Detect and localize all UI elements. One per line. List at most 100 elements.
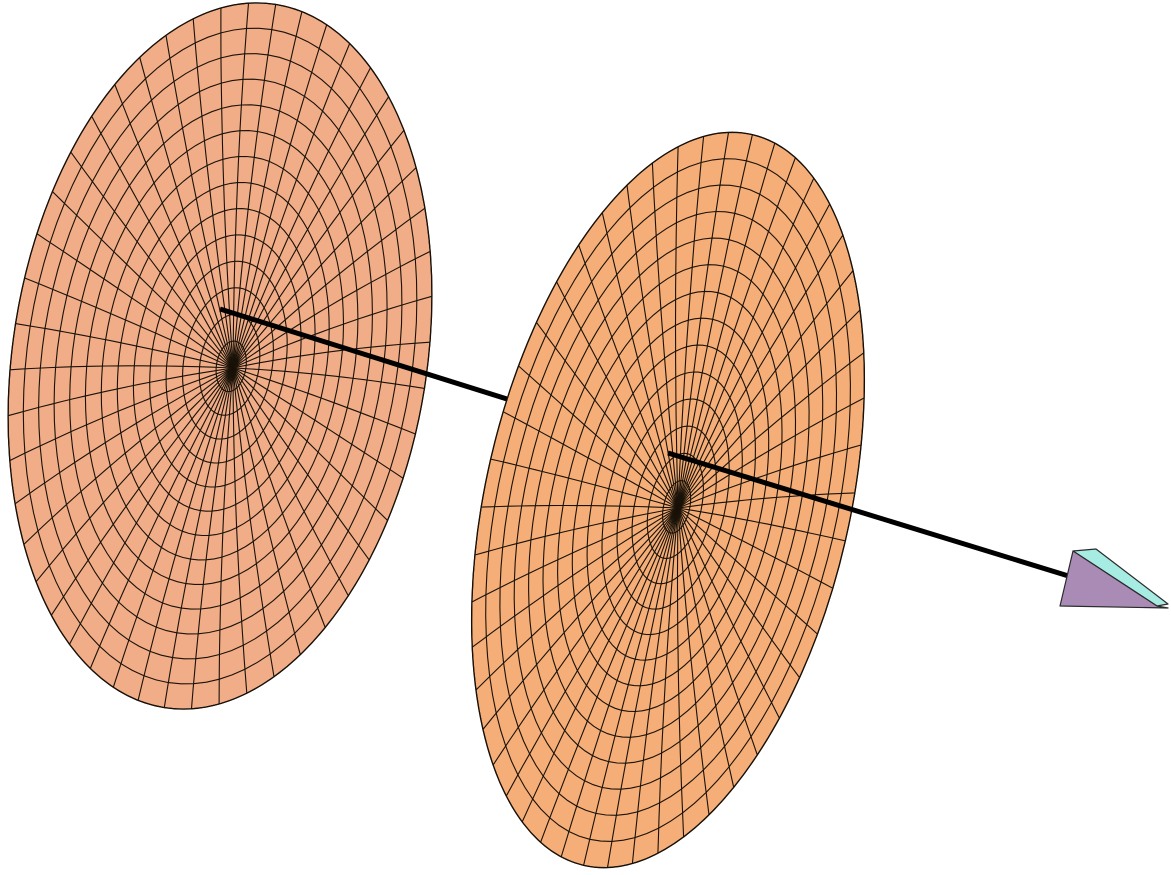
axis-arrowhead: [1059, 548, 1169, 609]
disc-spoke: [677, 507, 758, 756]
disc-spoke: [677, 177, 815, 509]
disc-spoke: [606, 507, 679, 868]
disc-spoke: [657, 507, 679, 854]
front-disc-mesh: [471, 131, 865, 869]
disc-spoke: [677, 507, 735, 788]
disc-spoke: [505, 507, 679, 797]
disc-spoke: [677, 136, 705, 509]
disc-spoke: [677, 397, 865, 509]
disc-spoke: [677, 507, 710, 815]
disc-spoke: [502, 411, 679, 509]
disc-spoke: [232, 167, 417, 369]
disc-spoke: [475, 507, 679, 691]
disc-spoke: [677, 203, 831, 509]
disc-spoke: [232, 4, 277, 369]
disc-spoke: [232, 250, 431, 369]
disc-spoke: [232, 341, 431, 369]
disc-spoke: [677, 507, 834, 589]
disc-spoke: [137, 367, 234, 701]
disc-spoke: [36, 233, 234, 369]
disc-spoke: [24, 277, 234, 369]
disc-spoke: [677, 234, 844, 509]
disc-spoke: [220, 8, 234, 369]
disc-spoke: [631, 507, 679, 864]
disc-spoke: [677, 507, 818, 635]
disc-spoke: [232, 367, 326, 628]
disc-spoke: [50, 367, 234, 616]
disc-spoke: [677, 157, 796, 509]
disc-spoke: [232, 3, 250, 369]
disc-spoke: [14, 367, 234, 505]
disc-spoke: [232, 367, 301, 655]
front-disc: [470, 131, 866, 869]
disc-spoke: [232, 367, 425, 389]
axis-segment-between-discs: [219, 306, 543, 413]
disc-spoke: [15, 323, 234, 369]
back-disc: [7, 2, 433, 710]
disc-spoke: [481, 504, 679, 509]
disc-spoke: [677, 270, 854, 509]
disc-spoke: [232, 295, 433, 369]
disc-spoke: [232, 367, 349, 596]
disc-spoke: [232, 207, 426, 369]
disc-spoke: [677, 492, 855, 509]
axis-segment-front: [667, 450, 1076, 581]
disc-spoke: [139, 57, 234, 369]
disc-spoke: [677, 142, 776, 509]
disc-spoke: [232, 367, 388, 521]
disc-spoke: [674, 146, 679, 509]
disc-spoke: [676, 507, 685, 837]
disc-spoke: [583, 507, 679, 866]
disc-spoke: [482, 507, 679, 730]
back-disc-mesh: [7, 2, 433, 710]
disc-spoke: [474, 507, 679, 556]
disc-spoke: [232, 367, 416, 435]
disc-spoke: [677, 507, 846, 542]
disc-spoke: [190, 367, 234, 709]
disc-spoke: [23, 367, 234, 545]
disc-spoke: [492, 507, 679, 766]
disc-spoke: [490, 458, 679, 509]
disc-spoke: [677, 352, 865, 509]
disc-spoke: [232, 367, 275, 677]
disc-spoke: [112, 367, 234, 688]
disc-spoke: [163, 367, 234, 708]
disc-spoke: [677, 444, 862, 509]
disc-spoke: [232, 43, 351, 369]
disc-spoke: [535, 321, 679, 509]
arrowhead-side-face: [1059, 550, 1169, 609]
disc-spoke: [540, 507, 679, 843]
disc-spoke: [35, 367, 234, 583]
disc-spoke: [677, 134, 753, 509]
disc-spoke: [114, 84, 234, 369]
disc-spoke: [556, 281, 679, 509]
disc-spoke: [218, 367, 234, 705]
disc-spoke: [578, 244, 679, 509]
disc-spoke: [521, 507, 679, 823]
disc-spoke: [518, 365, 679, 509]
disc-spoke: [677, 507, 780, 719]
disc-spoke: [601, 212, 679, 509]
disc-spoke: [232, 67, 371, 369]
disc-spoke: [232, 11, 303, 369]
disc-spoke: [232, 24, 328, 369]
disc-spoke: [91, 116, 234, 369]
disc-spoke: [651, 163, 679, 509]
disc-spoke: [70, 151, 234, 369]
disc-spoke: [9, 367, 234, 462]
disc-spoke: [69, 367, 234, 645]
disc-spoke: [471, 507, 679, 603]
disc-spoke: [89, 367, 234, 669]
disc-spoke: [232, 129, 405, 369]
disc-spoke: [471, 507, 679, 648]
disc-spoke: [52, 191, 234, 369]
disc-spoke: [232, 367, 404, 479]
disc-spoke: [7, 367, 234, 417]
disc-spoke: [560, 507, 679, 858]
disc-spoke: [232, 367, 370, 561]
disc-spoke: [677, 507, 801, 679]
disc-spoke: [9, 365, 234, 371]
disc-spoke: [677, 309, 861, 509]
disc-spoke: [232, 367, 248, 694]
